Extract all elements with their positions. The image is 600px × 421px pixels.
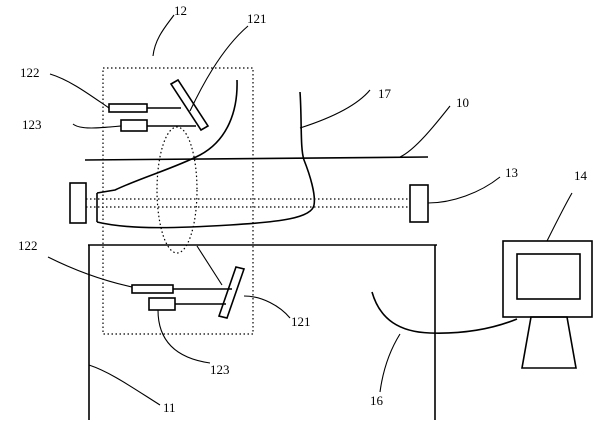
label-122-top: 122 (20, 65, 40, 80)
leader-123-bottom (157, 309, 211, 364)
leader-14 (546, 192, 573, 242)
label-12: 12 (174, 3, 187, 18)
monitor-stand (521, 316, 577, 369)
lower-light-123 (148, 297, 176, 311)
leader-13 (427, 176, 501, 204)
label-17: 17 (378, 86, 392, 101)
leader-122-bottom (47, 256, 133, 288)
lower-mirror-pointer-line (196, 245, 223, 286)
label-10: 10 (456, 95, 469, 110)
leader-12 (152, 14, 175, 57)
lower-camera-122 (131, 284, 174, 294)
data-cable-16 (371, 291, 518, 334)
leader-121-top (189, 25, 249, 112)
upper-camera-122 (108, 103, 148, 113)
label-122-bottom: 122 (18, 238, 38, 253)
label-16: 16 (370, 393, 384, 408)
leader-121-bottom (243, 295, 291, 319)
label-123-top: 123 (22, 117, 42, 132)
label-121-top: 121 (247, 11, 267, 26)
scan-area-ellipse (156, 126, 198, 254)
upper-light-123 (120, 119, 148, 132)
leader-10 (399, 105, 451, 158)
foot-instep-outline (96, 79, 238, 194)
label-121-bottom: 121 (291, 314, 311, 329)
foot-heel-sole-outline (96, 91, 316, 229)
leader-17 (299, 89, 371, 129)
upper-mirror-121 (169, 78, 210, 132)
lower-mirror-121 (217, 266, 246, 319)
label-11: 11 (163, 400, 176, 415)
platform-plate-top (84, 156, 429, 161)
right-sensor-block (409, 184, 429, 223)
left-sensor-block (69, 182, 87, 224)
label-123-bottom: 123 (210, 362, 230, 377)
leader-123-top (72, 123, 122, 129)
leader-122-top (49, 73, 110, 109)
label-13: 13 (505, 165, 518, 180)
leader-16 (379, 333, 401, 393)
leader-11 (88, 364, 161, 406)
monitor-screen (516, 253, 581, 300)
label-14: 14 (574, 168, 588, 183)
